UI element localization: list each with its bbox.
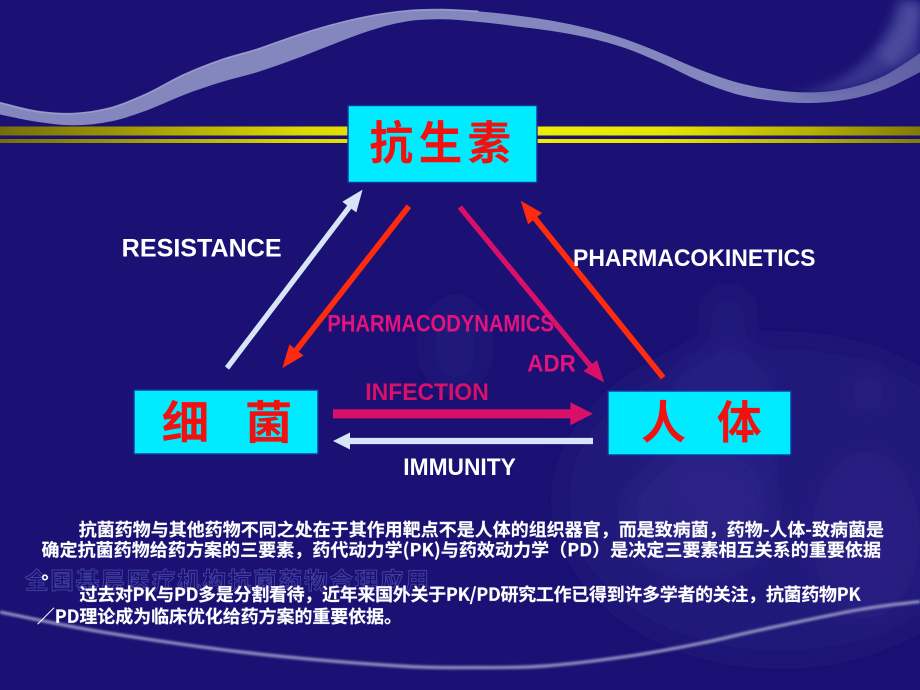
svg-text:IMMUNITY: IMMUNITY bbox=[403, 454, 516, 481]
svg-text:PHARMACODYNAMICS: PHARMACODYNAMICS bbox=[327, 310, 554, 337]
svg-text:RESISTANCE: RESISTANCE bbox=[122, 234, 282, 262]
svg-text:INFECTION: INFECTION bbox=[365, 379, 489, 406]
svg-text:ADR: ADR bbox=[527, 350, 576, 377]
svg-text:PHARMACOKINETICS: PHARMACOKINETICS bbox=[573, 245, 816, 272]
